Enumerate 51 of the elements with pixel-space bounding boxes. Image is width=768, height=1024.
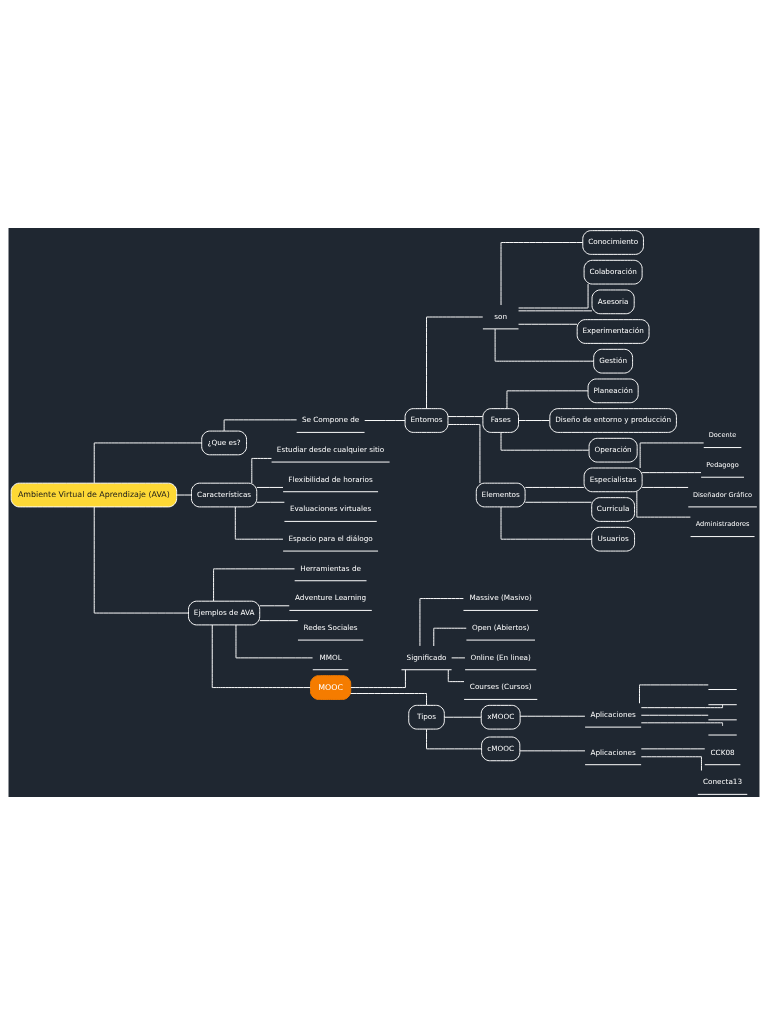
connector [235, 624, 314, 658]
connector [447, 415, 484, 417]
connector [518, 283, 589, 308]
connector [640, 703, 724, 708]
connector [176, 494, 192, 496]
connector [506, 389, 589, 409]
connector [494, 328, 595, 362]
connector [500, 431, 590, 451]
connector [251, 457, 272, 484]
connector [234, 506, 284, 540]
connector [640, 747, 706, 749]
connector [639, 441, 705, 468]
connector [451, 656, 466, 658]
connector [256, 486, 284, 488]
connector [519, 749, 586, 751]
connector [350, 668, 406, 688]
connector [447, 423, 481, 484]
connector [524, 501, 593, 503]
connector [447, 669, 465, 682]
connector [256, 501, 285, 503]
connector [518, 419, 551, 421]
connector [636, 490, 691, 518]
connector [364, 419, 406, 421]
connector [93, 506, 189, 614]
node-bar [707, 688, 738, 690]
connector [259, 604, 290, 606]
connector [641, 471, 702, 473]
connector [500, 506, 592, 540]
connector [640, 714, 709, 716]
connector [641, 486, 689, 488]
connector [93, 441, 202, 483]
connector [426, 316, 484, 409]
connector [426, 728, 482, 749]
connector [639, 683, 709, 704]
connector [519, 715, 586, 717]
node-bar [707, 718, 738, 720]
connector [213, 567, 296, 601]
connector [640, 755, 702, 771]
node-bar [707, 703, 738, 705]
connector [524, 486, 585, 488]
connector [433, 627, 467, 646]
connector [259, 619, 299, 621]
connector [444, 716, 482, 718]
connector [640, 721, 724, 726]
connector [518, 323, 578, 325]
connector [518, 309, 593, 311]
connector [500, 241, 584, 306]
node-bar [707, 734, 738, 735]
connector [419, 597, 464, 646]
connector [350, 692, 428, 706]
connector [211, 624, 311, 688]
